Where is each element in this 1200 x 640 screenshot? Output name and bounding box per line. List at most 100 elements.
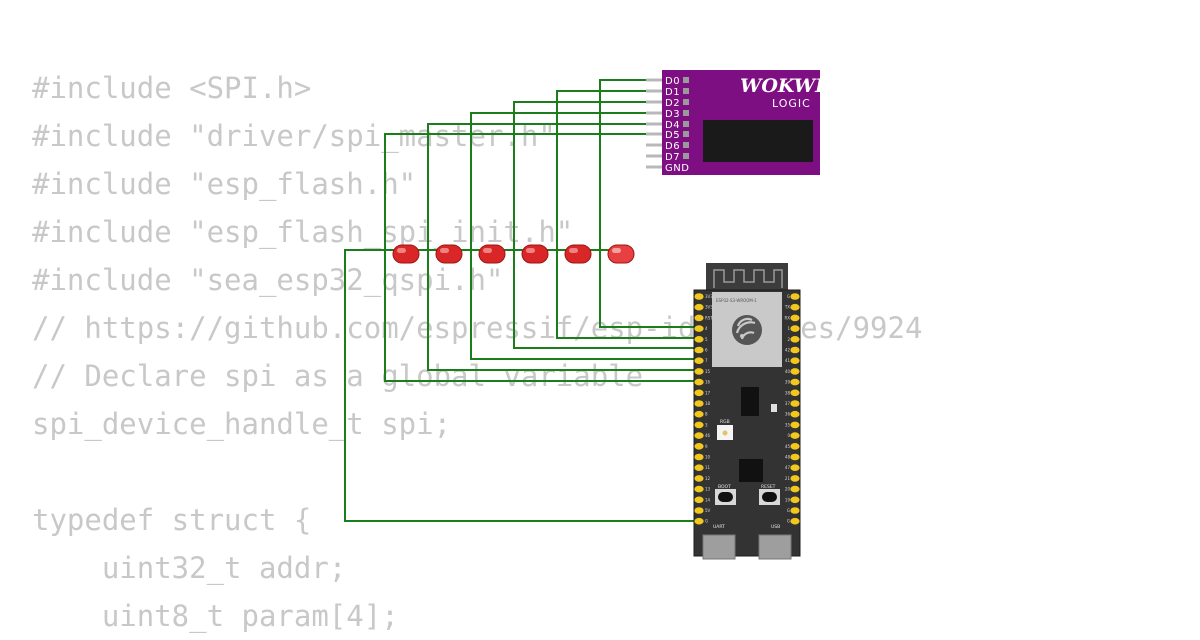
esp32-pin-pad[interactable] [790,443,800,450]
code-line: typedef struct { [32,503,312,537]
esp32-pin-pad[interactable] [790,400,800,407]
esp32-pin-pad[interactable] [694,432,704,439]
esp32-pin-pad[interactable] [694,517,704,525]
esp32-pin-pad[interactable] [790,346,800,354]
esp32-pin-pad[interactable] [790,475,800,482]
code-line: spi_device_handle_t spi; [32,407,452,441]
esp32-pin-pad[interactable] [694,325,704,332]
led[interactable] [392,244,420,264]
esp32-pin-label: 4 [705,326,708,331]
esp32-pin-label: 41 [785,358,791,363]
esp32-regulator [741,387,759,416]
esp32-pin-pad[interactable] [790,378,800,386]
esp32-pin-label: 7 [705,358,708,363]
esp32-pin-label: 15 [705,369,711,374]
esp32-pin-pad[interactable] [790,303,800,311]
logic-analyzer-screen [703,120,813,162]
led[interactable] [564,244,592,264]
esp32-pin-pad[interactable] [694,314,704,322]
esp32-pin-pad[interactable] [694,357,704,365]
esp32-pin-label: 11 [705,465,711,470]
esp32-uart-port[interactable] [702,534,736,560]
led[interactable] [435,244,463,264]
esp32-pin-pad[interactable] [694,336,704,343]
esp32-pin-label: 3 [705,422,708,427]
wire-d2[interactable] [513,101,700,349]
esp32-reset-button[interactable] [759,489,780,505]
esp32-pin-label: 46 [705,433,711,438]
wire-d4[interactable] [427,123,700,371]
wire-d3[interactable] [470,112,700,360]
esp32-pin-label: 0 [787,433,790,438]
wire-d5[interactable] [384,133,700,382]
esp32-pin-pad[interactable] [790,368,800,375]
esp32-board[interactable]: ESP32-S3-WROOM-1 RGB BOOT RESET UART USB [693,263,801,560]
esp32-pin-pad[interactable] [694,303,704,311]
esp32-usb-label: USB [771,524,780,530]
esp32-pin-label: 19 [785,497,791,502]
esp32-pin-pad[interactable] [694,368,704,375]
esp32-pin-label: 8 [705,412,708,417]
esp32-pin-pad[interactable] [790,325,800,332]
esp32-boot-button[interactable] [715,489,736,505]
esp32-pin-label: 37 [785,401,791,406]
esp32-pin-pad[interactable] [694,421,704,429]
la-pin-label: D5 [665,130,680,141]
esp32-pin-pad[interactable] [694,346,704,354]
esp32-pin-pad[interactable] [694,496,704,504]
esp32-pin-pad[interactable] [790,485,800,493]
esp32-pin-pad[interactable] [694,400,704,407]
esp32-pin-label: 5V [705,508,711,513]
led[interactable] [607,244,635,264]
esp32-pin-pad[interactable] [790,432,800,439]
led[interactable] [478,244,506,264]
esp32-pin-pad[interactable] [694,475,704,482]
wire-gnd[interactable] [344,249,700,522]
code-line: #include "esp_flash_spi_init.h" [32,215,574,249]
la-pin-label: D7 [665,152,680,163]
esp32-pin-pad[interactable] [694,464,704,472]
la-pin-label: D2 [665,98,680,109]
esp32-pin-label: 38 [785,390,791,395]
esp32-pin-pad[interactable] [790,357,800,365]
esp32-pin-pad[interactable] [694,443,704,450]
esp32-usb-port[interactable] [758,534,792,560]
esp32-pin-pad[interactable] [790,293,800,300]
esp32-pin-label: 17 [705,390,711,395]
esp32-pin-pad[interactable] [694,507,704,514]
la-pin-label: D4 [665,120,680,131]
code-line: // Declare spi as a global variable [32,359,644,393]
esp32-pin-pad[interactable] [694,485,704,493]
esp32-pin-pad[interactable] [790,421,800,429]
logic-analyzer-brand: WOKWI [740,75,825,97]
esp32-pin-pad[interactable] [694,389,704,397]
rgb-led-dot [722,430,728,436]
esp32-pin-pad[interactable] [790,410,800,418]
esp32-pin-pad[interactable] [790,453,800,461]
esp32-pin-label: 12 [705,476,711,481]
esp32-pin-pad[interactable] [694,378,704,386]
esp32-pin-pad[interactable] [790,507,800,514]
wire-d1[interactable] [556,90,700,339]
led[interactable] [521,244,549,264]
esp32-pin-pad[interactable] [790,314,800,322]
esp32-pin-pad[interactable] [790,496,800,504]
logic-analyzer-subtitle: LOGIC [772,97,811,110]
code-line: #include "sea_esp32_qspi.h" [32,263,504,297]
esp32-pin-pad[interactable] [694,410,704,418]
esp32-pin-label: 2 [787,337,790,342]
esp32-pin-pad[interactable] [790,389,800,397]
esp32-pin-pad[interactable] [694,453,704,461]
wire-d0[interactable] [599,79,700,328]
esp32-pin-pad[interactable] [790,464,800,472]
esp32-pin-label: 3V3 [705,305,713,310]
esp32-pin-pad[interactable] [790,336,800,343]
esp32-pin-label: 18 [705,401,711,406]
logic-analyzer-pin-stubs [646,78,662,169]
esp32-pin-pad[interactable] [694,293,704,300]
code-line: #include "esp_flash.h" [32,167,417,201]
esp32-pin-label: 16 [705,380,711,385]
logic-analyzer[interactable]: D0 D1 D2 D3 D4 D5 D6 D7 GND WOKWI LOGIC [646,70,825,175]
esp32-pin-pad[interactable] [790,517,800,525]
